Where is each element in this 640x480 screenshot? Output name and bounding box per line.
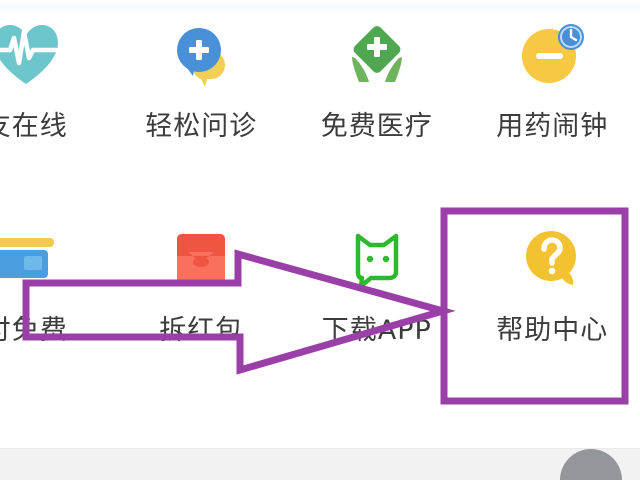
- shortcut-label: 免费医疗: [320, 111, 433, 142]
- shortcut-cell-med-alarm[interactable]: 用药闹钟: [465, 18, 640, 168]
- shortcut-cell-red-envelope[interactable]: 拆红包: [114, 222, 290, 372]
- shortcut-row-bottom: 付免费 拆红包 下载APP: [0, 222, 640, 372]
- question-bubble-icon: [516, 222, 588, 294]
- green-cross-hands-icon: [341, 18, 413, 90]
- shortcut-label: 友在线: [0, 111, 68, 142]
- shortcut-cell-free-medical[interactable]: 免费医疗: [289, 18, 465, 168]
- shortcut-cell-heart-pulse[interactable]: 友在线: [0, 18, 114, 168]
- shortcut-label: 下载APP: [321, 315, 432, 346]
- cat-outline-icon: [341, 222, 413, 294]
- heart-pulse-icon: [0, 18, 62, 90]
- red-envelope-icon: [165, 222, 237, 294]
- shortcut-cell-consult[interactable]: 轻松问诊: [114, 18, 290, 168]
- top-background-tint: [0, 0, 640, 14]
- chat-bubble-plus-icon: [165, 18, 237, 90]
- shortcut-label: 拆红包: [159, 315, 244, 346]
- payment-card-icon: [0, 222, 62, 294]
- shortcut-label: 帮助中心: [496, 315, 609, 346]
- shortcut-label: 用药闹钟: [496, 111, 609, 142]
- pill-clock-icon: [516, 18, 588, 90]
- shortcut-label: 轻松问诊: [145, 111, 258, 142]
- shortcut-cell-payment[interactable]: 付免费: [0, 222, 114, 372]
- shortcut-label: 付免费: [0, 315, 68, 346]
- shortcut-cell-help-center[interactable]: 帮助中心: [465, 222, 640, 372]
- bottom-system-band: [0, 448, 640, 480]
- shortcut-cell-download-app[interactable]: 下载APP: [289, 222, 465, 372]
- floating-action-button[interactable]: [560, 449, 622, 480]
- shortcut-row-top: 友在线 轻松问诊: [0, 18, 640, 168]
